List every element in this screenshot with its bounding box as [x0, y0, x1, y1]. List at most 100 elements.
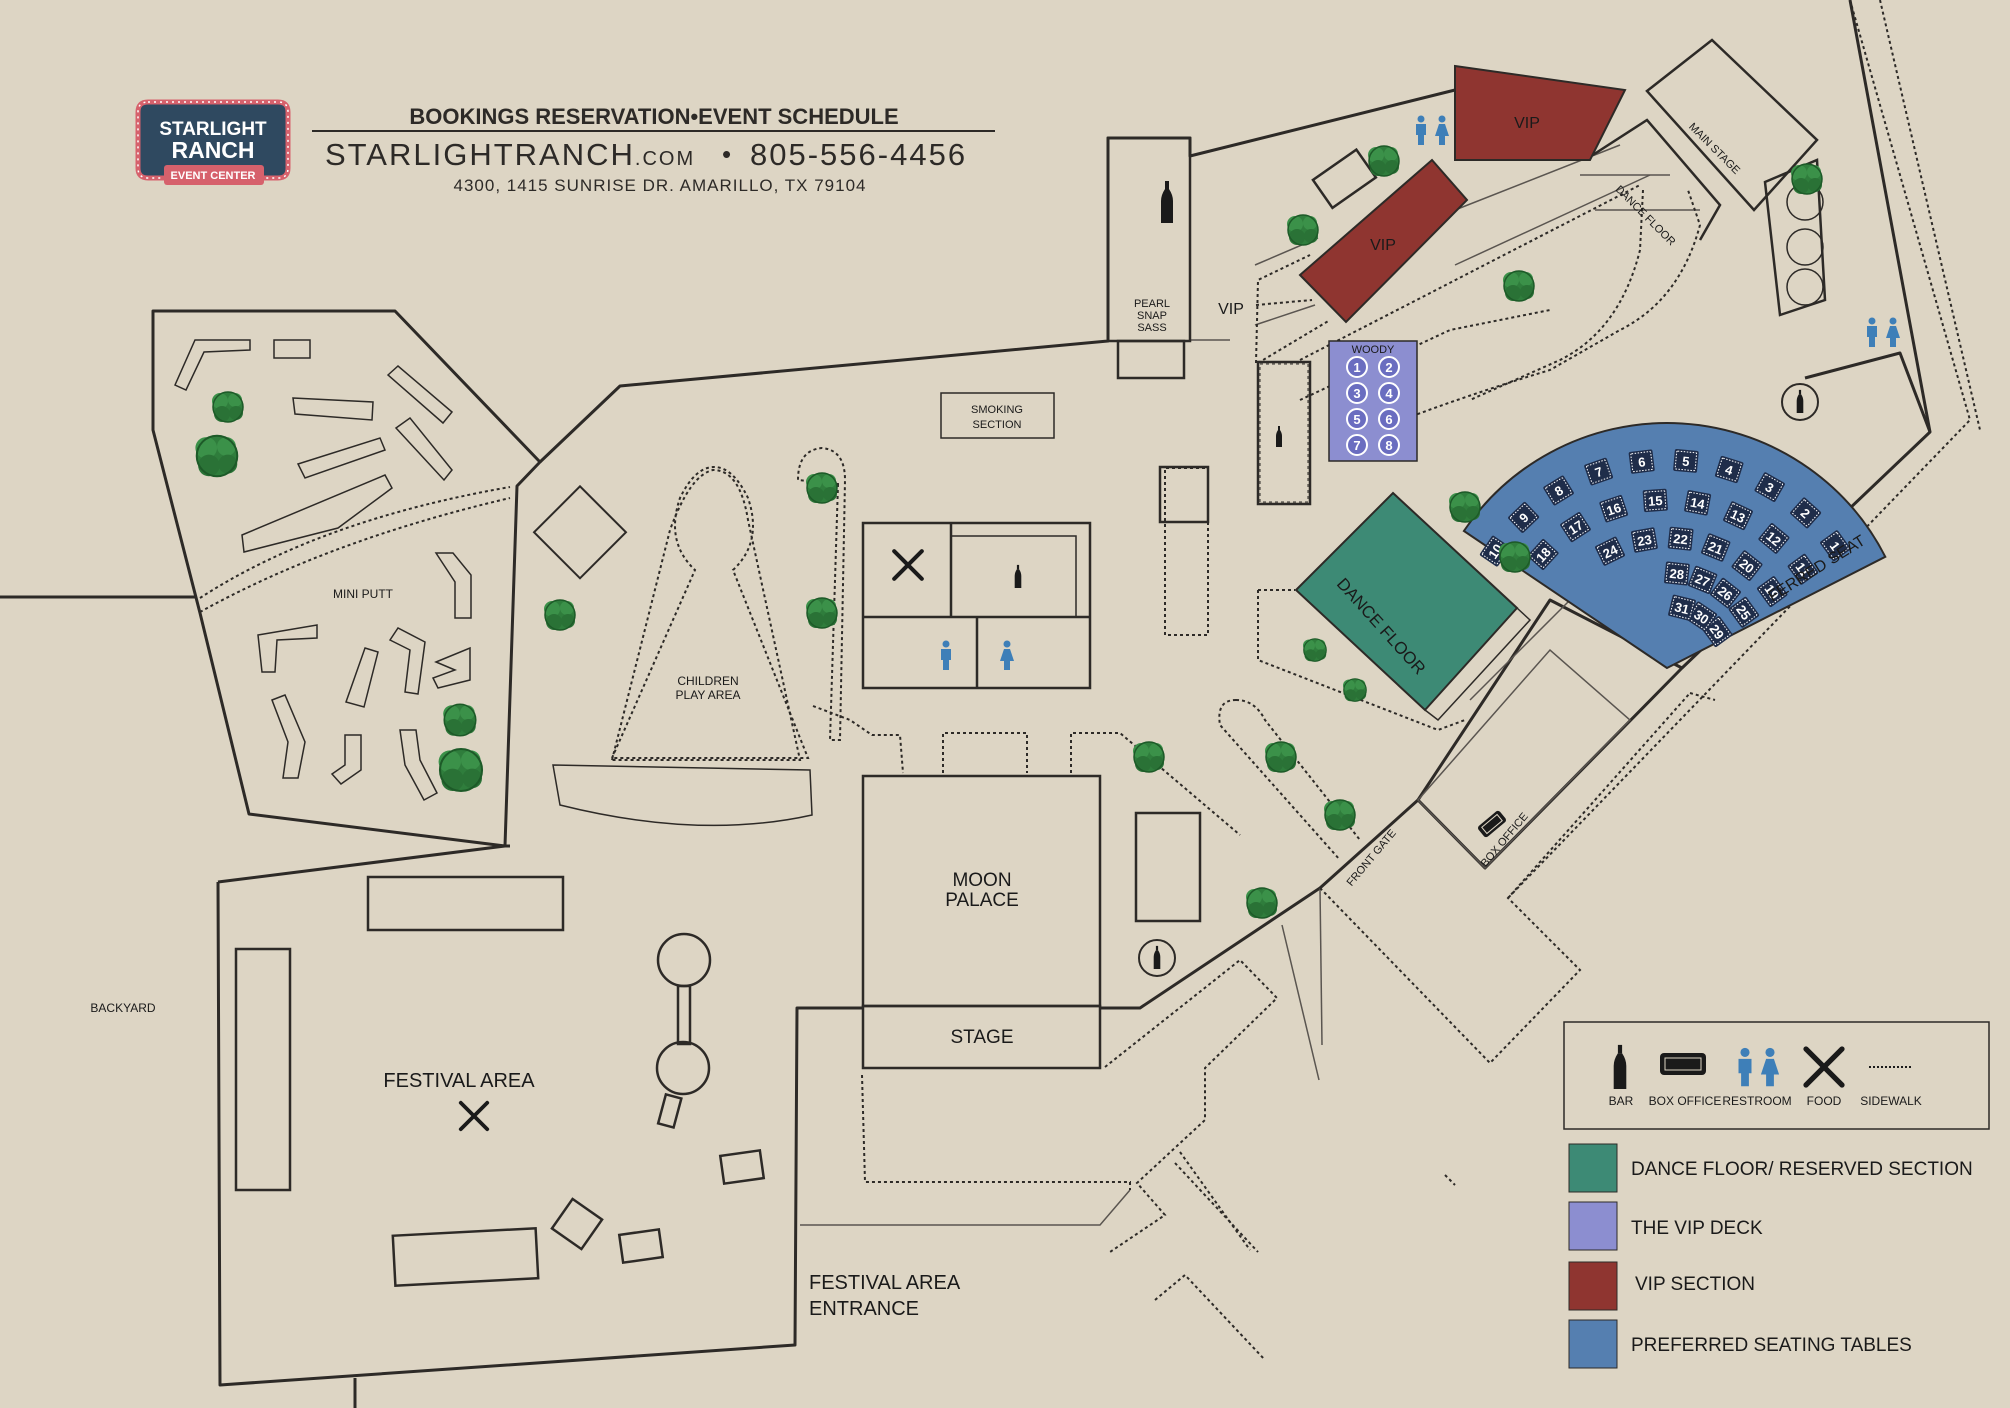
map-icons	[458, 115, 1900, 1132]
woody-table-5[interactable]: 5	[1346, 408, 1368, 430]
svg-text:17: 17	[1566, 517, 1586, 537]
woody-table-3[interactable]: 3	[1346, 382, 1368, 404]
preferred-table-28[interactable]: 28	[1664, 561, 1690, 586]
header: BOOKINGS RESERVATION•EVENT SCHEDULE STAR…	[312, 104, 995, 195]
legend-icon-box	[1563, 1021, 1990, 1130]
woody-table-4[interactable]: 4	[1378, 382, 1400, 404]
svg-text:6: 6	[1637, 454, 1646, 470]
restroom-icon-building-woman	[1000, 640, 1014, 670]
preferred-table-26[interactable]: 26	[1709, 577, 1741, 609]
preferred-table-8[interactable]: 8	[1543, 475, 1575, 506]
preferred-table-14[interactable]: 14	[1684, 490, 1712, 516]
pearl-label-3: SASS	[1137, 322, 1166, 334]
smoking-label-1: SMOKING	[971, 404, 1023, 416]
backyard-label: BACKYARD	[90, 1001, 155, 1015]
food-icon-festival	[458, 1100, 490, 1132]
bar-icon-vip-stand	[1276, 426, 1282, 447]
dance-floor-small-label: DANCE FLOOR	[1613, 184, 1678, 249]
svg-text:19: 19	[1761, 582, 1782, 603]
preferred-table-4[interactable]: 4	[1714, 455, 1744, 484]
preferred-table-20[interactable]: 20	[1731, 550, 1763, 582]
children-bowling-pin	[610, 465, 810, 759]
preferred-table-24[interactable]: 24	[1594, 536, 1625, 566]
logo-line3: EVENT CENTER	[171, 170, 256, 182]
moon-palace-label-1: MOON	[952, 870, 1011, 891]
svg-text:4: 4	[1385, 386, 1393, 401]
woody-table-7[interactable]: 7	[1346, 434, 1368, 456]
bar-icon-restroom-building	[1014, 564, 1022, 588]
preferred-table-18[interactable]: 18	[1527, 538, 1559, 571]
svg-text:28: 28	[1669, 566, 1685, 582]
preferred-table-27[interactable]: 27	[1687, 565, 1718, 594]
svg-text:3: 3	[1353, 386, 1360, 401]
svg-text:23: 23	[1636, 532, 1653, 549]
legend-man-icon	[1738, 1047, 1752, 1087]
preferred-table-23[interactable]: 23	[1630, 527, 1658, 553]
main-stage-label: MAIN STAGE	[1686, 121, 1742, 177]
moon-palace-label-2: PALACE	[945, 890, 1019, 911]
preferred-table-2[interactable]: 2	[1789, 497, 1822, 529]
restroom-icon-right-woman	[1886, 317, 1900, 347]
children-label-2: PLAY AREA	[676, 688, 741, 702]
festival-entrance-label-2: ENTRANCE	[809, 1298, 919, 1320]
preferred-table-9[interactable]: 9	[1507, 501, 1540, 533]
legend-bottle-icon	[1613, 1044, 1627, 1089]
preferred-table-21[interactable]: 21	[1700, 533, 1731, 562]
svg-text:29: 29	[1706, 622, 1727, 643]
preferred-table-19[interactable]: 19	[1756, 575, 1788, 607]
svg-text:27: 27	[1693, 571, 1712, 590]
woody-table-2[interactable]: 2	[1378, 356, 1400, 378]
festival-entrance-label-1: FESTIVAL AREA	[809, 1272, 961, 1294]
svg-text:1: 1	[1353, 360, 1360, 375]
header-website-link[interactable]: STARLIGHTRANCH.COM	[325, 137, 695, 172]
mini-putt-label: MINI PUTT	[333, 587, 394, 601]
header-phone[interactable]: 805-556-4456	[750, 137, 967, 172]
thin-lines	[800, 144, 1700, 1226]
vip-mid-label: VIP	[1370, 237, 1396, 254]
food-icon-building	[894, 551, 922, 579]
svg-text:14: 14	[1689, 495, 1707, 513]
bar-icon-pearl	[1161, 181, 1173, 223]
smoking-label-2: SECTION	[973, 419, 1022, 431]
preferred-table-30[interactable]: 30	[1686, 601, 1718, 633]
preferred-table-3[interactable]: 3	[1754, 472, 1786, 503]
logo-line1: STARLIGHT	[159, 119, 267, 140]
svg-text:15: 15	[1648, 493, 1663, 509]
preferred-table-1[interactable]: 1	[1819, 530, 1851, 562]
preferred-table-22[interactable]: 22	[1667, 526, 1694, 551]
preferred-table-17[interactable]: 17	[1559, 511, 1591, 543]
preferred-table-15[interactable]: 15	[1642, 488, 1668, 513]
legend-swatch-label-vip-section: VIP SECTION	[1635, 1274, 1755, 1295]
preferred-table-13[interactable]: 13	[1722, 501, 1753, 531]
restroom-icon-vip-man	[1416, 115, 1426, 145]
svg-text:16: 16	[1605, 500, 1623, 519]
woody-label: WOODY	[1352, 344, 1395, 356]
woody-table-1[interactable]: 1	[1346, 356, 1368, 378]
preferred-table-31[interactable]: 31	[1668, 594, 1697, 621]
vip-section-mid: VIP	[1298, 158, 1469, 324]
header-bullet: •	[722, 139, 731, 169]
woody-table-6[interactable]: 6	[1378, 408, 1400, 430]
svg-text:2: 2	[1385, 360, 1392, 375]
preferred-table-11[interactable]: 11	[1787, 553, 1819, 585]
buildings	[234, 38, 1827, 1287]
legend-ticket-icon	[1660, 1053, 1706, 1075]
festival-area-label: FESTIVAL AREA	[383, 1070, 535, 1092]
svg-text:7: 7	[1353, 438, 1360, 453]
restroom-icon-vip-woman	[1435, 115, 1449, 145]
legend-label-food: FOOD	[1807, 1094, 1842, 1108]
woody-table-8[interactable]: 8	[1378, 434, 1400, 456]
legend-label-bar: BAR	[1609, 1094, 1634, 1108]
preferred-table-16[interactable]: 16	[1599, 494, 1629, 523]
preferred-table-6[interactable]: 6	[1628, 449, 1655, 474]
preferred-table-12[interactable]: 12	[1758, 522, 1791, 554]
pearl-label-1: PEARL	[1134, 298, 1170, 310]
legend-label-sidewalk: SIDEWALK	[1860, 1094, 1922, 1108]
preferred-table-7[interactable]: 7	[1584, 457, 1614, 486]
preferred-table-25[interactable]: 25	[1728, 596, 1760, 628]
legend-swatch-vip-section	[1568, 1261, 1618, 1311]
svg-text:5: 5	[1682, 454, 1691, 470]
preferred-table-5[interactable]: 5	[1673, 449, 1699, 473]
